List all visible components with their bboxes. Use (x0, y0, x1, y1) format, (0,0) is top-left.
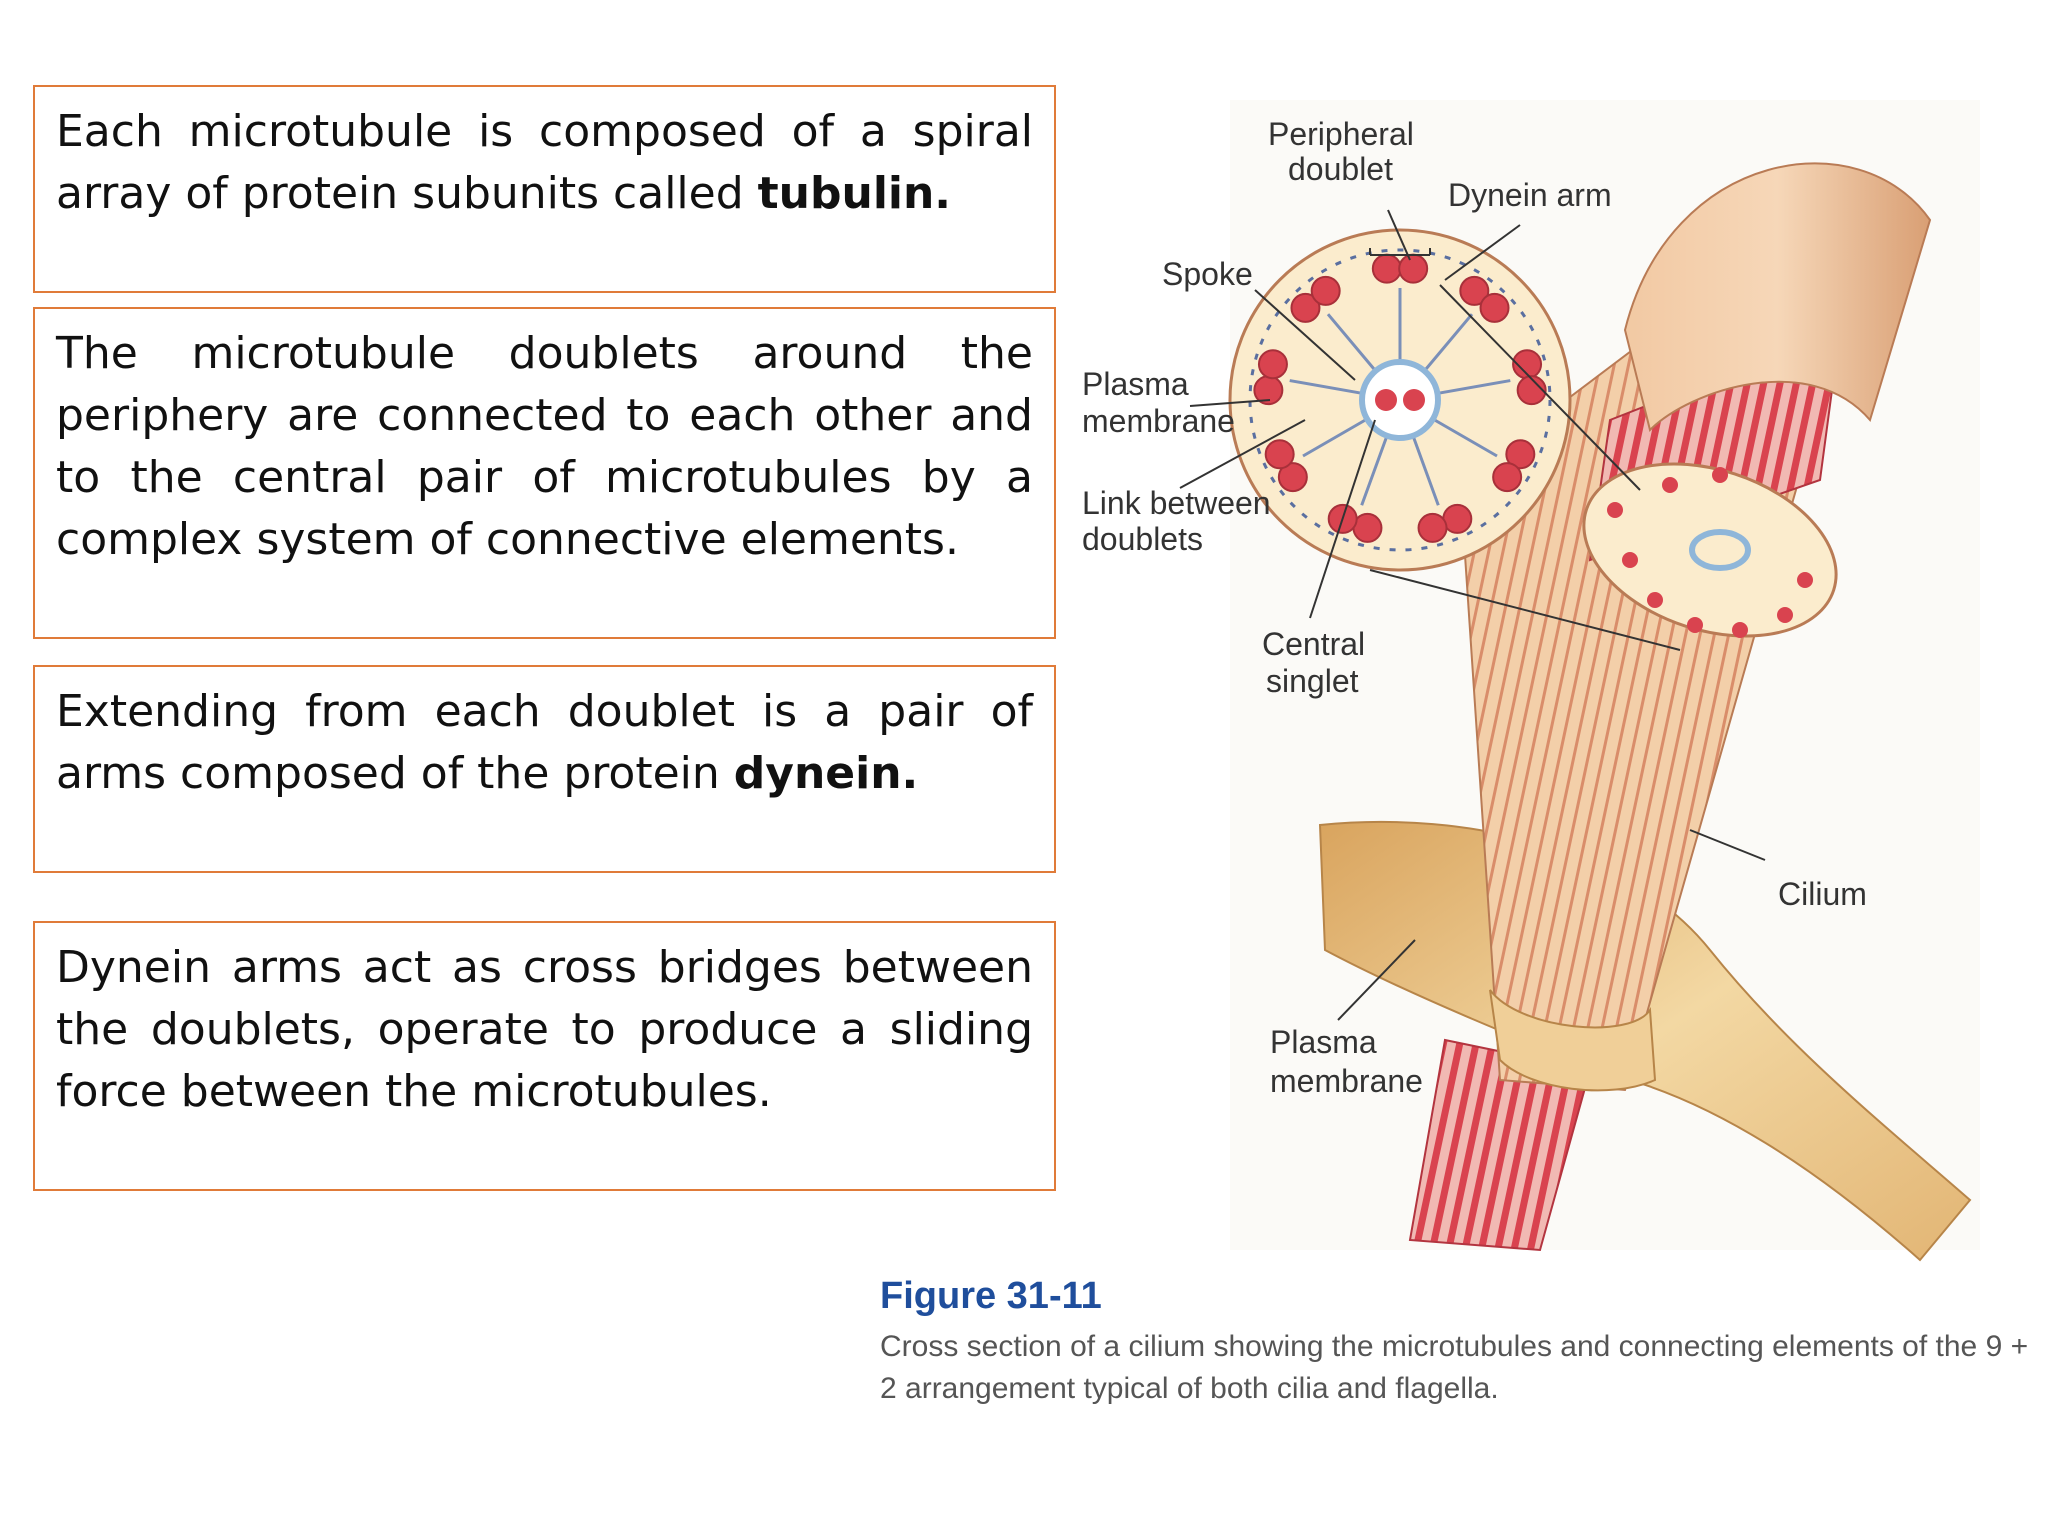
box-bold-term: dynein. (733, 748, 919, 799)
doublet-microtubule (1516, 375, 1547, 406)
doublet-microtubule (1371, 253, 1402, 284)
cilium-cross-section (1582, 462, 1838, 638)
text-box-dynein: Extending from each doublet is a pair of… (33, 665, 1056, 873)
svg-text:Plasma: Plasma (1082, 366, 1189, 402)
box-bold-term: tubulin. (757, 168, 952, 219)
text-box-cross-bridges: Dynein arms act as cross bridges between… (33, 921, 1056, 1191)
cilium-top-section (1623, 162, 1932, 432)
doublet-microtubule (1417, 512, 1448, 543)
cilium-label: Cilium (1778, 876, 1867, 912)
box-text: Extending from each doublet is a pair of… (56, 686, 1033, 799)
doublet-microtubule (1264, 439, 1295, 470)
figure-caption-title: Figure 31-11 (880, 1275, 1102, 1317)
plasma-membrane-top-label: Plasma membrane (1082, 366, 1235, 439)
spoke (1412, 437, 1440, 506)
svg-text:Central: Central (1262, 626, 1365, 662)
svg-text:Link between: Link between (1082, 485, 1271, 521)
radial-spokes (1289, 288, 1511, 506)
doublet-microtubule (1479, 292, 1510, 323)
central-pair-ring (1689, 529, 1751, 571)
svg-text:membrane: membrane (1270, 1063, 1423, 1099)
box-text: Each microtubule is composed of a spiral… (56, 106, 1033, 219)
svg-text:Plasma: Plasma (1270, 1024, 1377, 1060)
doublet-microtubule (1277, 462, 1308, 493)
spoke (1433, 418, 1498, 458)
cilium-diagram: Peripheral doublet Dynein arm Spoke Plas… (1082, 100, 1980, 1262)
spoke (1302, 418, 1367, 458)
svg-text:doublets: doublets (1082, 521, 1203, 557)
doublet-microtubule (1398, 253, 1429, 284)
spoke (1326, 313, 1376, 371)
central-pair (1359, 359, 1441, 441)
box-text: The microtubule doublets around the peri… (56, 328, 1033, 565)
doublet-microtubule (1492, 462, 1523, 493)
spoke (1360, 437, 1388, 506)
cilium-cross-section-doublets (1607, 467, 1813, 638)
central-singlet-label: Central singlet (1262, 626, 1365, 699)
svg-text:singlet: singlet (1266, 663, 1359, 699)
peripheral-doublets (1253, 253, 1547, 543)
figure-caption-text: Cross section of a cilium showing the mi… (880, 1330, 2029, 1405)
doublet-microtubule (1505, 439, 1536, 470)
svg-text:Peripheral: Peripheral (1268, 116, 1414, 152)
svg-text:membrane: membrane (1082, 403, 1235, 439)
box-text: Dynein arms act as cross bridges between… (56, 942, 1033, 1117)
text-box-tubulin: Each microtubule is composed of a spiral… (33, 85, 1056, 293)
spoke-label: Spoke (1162, 256, 1253, 292)
link-between-doublets-label: Link between doublets (1082, 485, 1271, 557)
membrane-collar (1489, 989, 1657, 1092)
doublet-microtubule (1257, 349, 1288, 380)
svg-text:doublet: doublet (1288, 151, 1393, 187)
spoke (1439, 379, 1511, 395)
doublet-microtubule (1290, 292, 1321, 323)
spoke (1289, 379, 1361, 395)
peripheral-doublet-label: Peripheral doublet (1268, 116, 1414, 187)
leader-lines (1179, 209, 1766, 1021)
text-box-connective-elements: The microtubule doublets around the peri… (33, 307, 1056, 639)
plasma-membrane-bottom-label: Plasma membrane (1270, 1024, 1423, 1099)
doublet-microtubule (1310, 275, 1341, 306)
doublet-microtubule (1459, 275, 1490, 306)
dynein-arm-label: Dynein arm (1448, 177, 1612, 213)
spoke (1424, 313, 1474, 371)
